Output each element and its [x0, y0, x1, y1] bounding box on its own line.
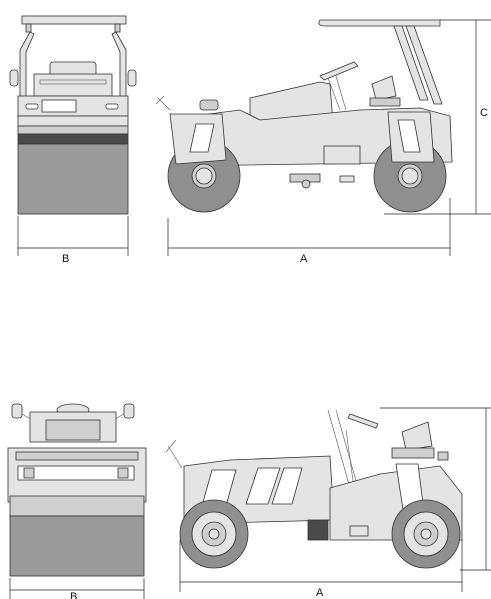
- bottom-side-view: [165, 409, 463, 569]
- bottom-front-view: [7, 403, 147, 577]
- top-dimension-c: C: [384, 19, 491, 215]
- top-front-width-label: B: [62, 253, 69, 265]
- bottom-dimension-height: [380, 407, 491, 571]
- top-front-view: [9, 15, 137, 215]
- top-side-view: [155, 19, 453, 213]
- top-length-label: A: [300, 253, 308, 265]
- top-height-label: C: [480, 107, 488, 119]
- top-dimension-b: B: [17, 216, 129, 265]
- bottom-dimension-b: B: [9, 578, 145, 599]
- bottom-front-width-label: B: [70, 591, 77, 599]
- bottom-dimension-a: A: [179, 540, 463, 599]
- bottom-length-label: A: [316, 587, 324, 599]
- top-dimension-a: A: [167, 198, 451, 265]
